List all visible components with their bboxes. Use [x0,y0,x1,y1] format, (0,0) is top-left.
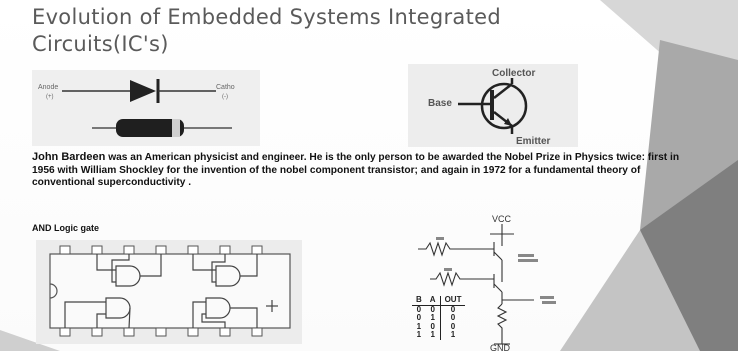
ic-top-pins [59,245,263,255]
cell: 0 [450,304,456,314]
and-circuit-figure: VCC GND [406,212,576,351]
transistor-diagram: Collector Base Emitter [428,68,551,147]
table-row: 0 0 0 [412,305,465,314]
slide-title: Evolution of Embedded Systems Integrated… [32,5,501,56]
cell: 0 [416,313,422,322]
diode-diagram: Anode (+) Catho (-) [38,79,235,137]
cell: 1 [450,330,456,339]
truth-table-header: B A OUT [412,295,466,306]
table-row: 0 1 0 [412,313,465,323]
cell: 0 [450,321,456,331]
base-label: Base [428,98,452,109]
gnd-label: GND [490,343,511,351]
anode-label: Anode [38,84,58,91]
ic-bottom-pins [59,327,263,337]
vcc-label: VCC [492,214,512,224]
transistor-figure: Collector Base Emitter [408,64,578,147]
diode-band [172,119,180,137]
header-out: OUT [440,295,466,306]
transistor-circle [480,82,528,130]
cell: 0 [425,322,441,331]
header-b: B [412,295,426,306]
diode-figure: Anode (+) Catho (-) [32,70,260,146]
cell: 1 [425,330,441,340]
header-a: A [425,295,441,306]
cell: 1 [416,321,422,331]
diode-triangle [130,80,156,102]
facet-shadow [560,230,700,351]
collector-arm [493,83,513,99]
and-circuit-diagram: VCC GND [418,214,556,351]
emitter-label: Emitter [516,136,551,147]
and-gates [64,254,278,329]
facet-bottom-left [0,330,60,351]
cathode-sign: (-) [222,94,228,100]
and-ic-diagram [49,245,291,337]
anode-sign: (+) [46,94,54,100]
cell: 0 [416,304,422,314]
diode-body [116,119,184,137]
table-row: 1 1 1 [412,330,465,340]
ic-body [49,253,291,329]
ic-notch [49,283,58,299]
cell: 0 [450,313,456,322]
bardeen-text: was an American physicist and engineer. … [32,152,680,188]
collector-label: Collector [492,68,535,79]
circuit-tiny-labels [436,237,556,304]
bardeen-paragraph: John Bardeen was an American physicist a… [32,151,682,190]
table-row: 1 0 0 [412,321,465,331]
truth-table: B A OUT 0 0 0 0 1 0 1 0 [412,295,466,340]
circuit-wires [418,224,534,345]
emitter-arrow [504,118,512,126]
cell: 1 [425,313,441,323]
cathode-label: Catho [216,84,235,91]
and-ic-figure [36,240,302,344]
and-gate-label: AND Logic gate [32,223,100,233]
cell: 1 [416,330,422,339]
cell: 0 [425,305,441,314]
bardeen-name: John Bardeen [32,151,106,163]
